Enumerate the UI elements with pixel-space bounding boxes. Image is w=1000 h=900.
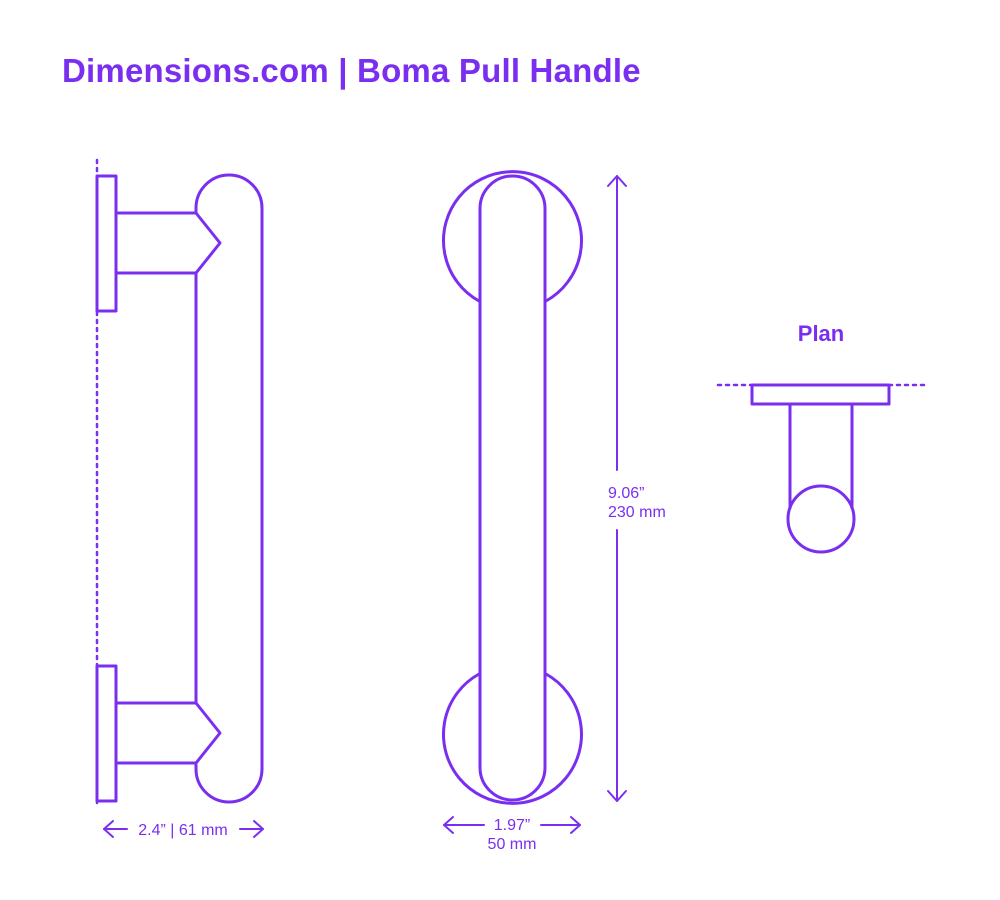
side-width-arrow-left [103, 820, 114, 838]
plan-title: Plan [798, 321, 844, 346]
top-standoff [114, 211, 222, 275]
height-label-mm: 230 mm [608, 504, 666, 521]
dimension-lines [103, 175, 627, 838]
bottom-rose [442, 672, 583, 805]
front-width-arrow-left [443, 816, 454, 834]
bottom-mount-plate [95, 664, 118, 803]
front-view [442, 170, 583, 805]
front-width-label-mm: 50 mm [488, 836, 537, 853]
side-view [95, 158, 264, 807]
plan-mount-plate [750, 383, 891, 406]
plan-view [716, 383, 926, 554]
side-width-label: 2.4” | 61 mm [138, 822, 228, 839]
side-grip-bar [194, 173, 264, 804]
front-width-label-in: 1.97” [494, 817, 530, 834]
height-label-in: 9.06” [608, 485, 644, 502]
bottom-standoff [114, 701, 222, 765]
height-arrow-bottom [607, 790, 627, 802]
height-arrow-top [607, 175, 627, 187]
top-rose [442, 170, 583, 303]
front-width-arrow-right [570, 816, 581, 834]
plan-grip-section [786, 484, 856, 554]
page-title: Dimensions.com | Boma Pull Handle [62, 52, 641, 89]
side-width-arrow-right [253, 820, 264, 838]
plan-standoff [788, 402, 854, 510]
top-mount-plate [95, 174, 118, 313]
front-grip-bar [478, 174, 547, 802]
